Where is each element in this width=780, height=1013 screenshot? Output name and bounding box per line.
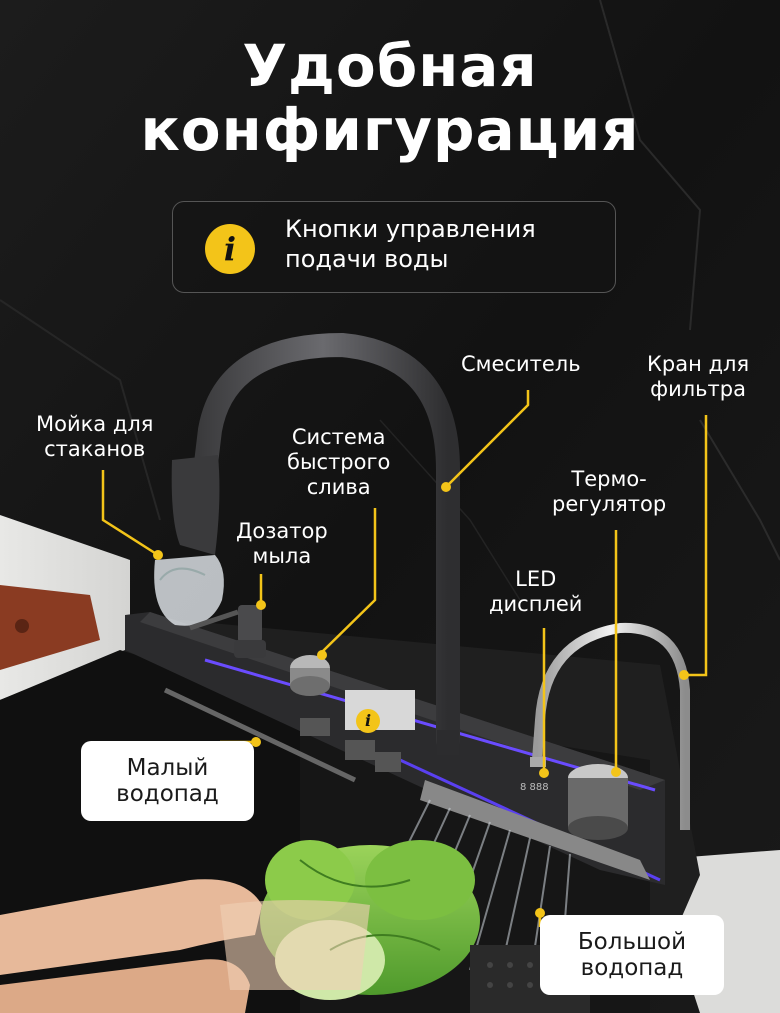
label-large-waterfall-line-1: Большой [577, 929, 687, 955]
label-glass-rinser-line-1: Мойка для [36, 412, 154, 436]
label-thermostat: Термо- регулятор [552, 467, 666, 517]
label-filter-tap: Кран для фильтра [647, 352, 749, 402]
label-glass-rinser-line-2: стаканов [44, 437, 146, 461]
label-large-waterfall-line-2: водопад [580, 955, 684, 981]
label-small-waterfall-line-1: Малый [126, 755, 209, 781]
page-title-line-2: конфигурация [140, 96, 640, 164]
label-led-display-line-2: дисплей [489, 592, 583, 616]
info-text-line-2: подачи воды [285, 245, 449, 273]
label-soap-dispenser-line-2: мыла [252, 544, 312, 568]
label-thermostat-line-2: регулятор [552, 492, 667, 516]
info-icon: i [205, 224, 255, 274]
info-box: i Кнопки управления подачи воды [172, 201, 616, 293]
label-led-display-line-1: LED [515, 567, 557, 591]
label-large-waterfall: Большой водопад [540, 915, 724, 995]
label-glass-rinser: Мойка для стаканов [36, 412, 153, 462]
control-buttons-info-icon: i [356, 709, 380, 733]
label-quick-drain-line-1: Система [291, 425, 386, 449]
label-soap-dispenser: Дозатор мыла [236, 519, 328, 569]
label-thermostat-line-1: Термо- [571, 467, 647, 491]
label-mixer: Смеситель [461, 352, 581, 376]
info-text: Кнопки управления подачи воды [285, 214, 536, 274]
label-led-display: LED дисплей [489, 567, 582, 617]
label-quick-drain: Система быстрого слива [287, 425, 390, 500]
info-text-line-1: Кнопки управления [285, 215, 536, 243]
label-small-waterfall: Малый водопад [81, 741, 254, 821]
label-filter-tap-line-2: фильтра [650, 377, 746, 401]
label-filter-tap-line-1: Кран для [647, 352, 750, 376]
label-quick-drain-line-3: слива [306, 475, 371, 499]
page-title-line-1: Удобная [242, 32, 538, 100]
label-quick-drain-line-2: быстрого [287, 450, 391, 474]
label-soap-dispenser-line-1: Дозатор [236, 519, 328, 543]
label-small-waterfall-line-2: водопад [116, 781, 219, 807]
svg-text:8 888: 8 888 [520, 782, 549, 793]
